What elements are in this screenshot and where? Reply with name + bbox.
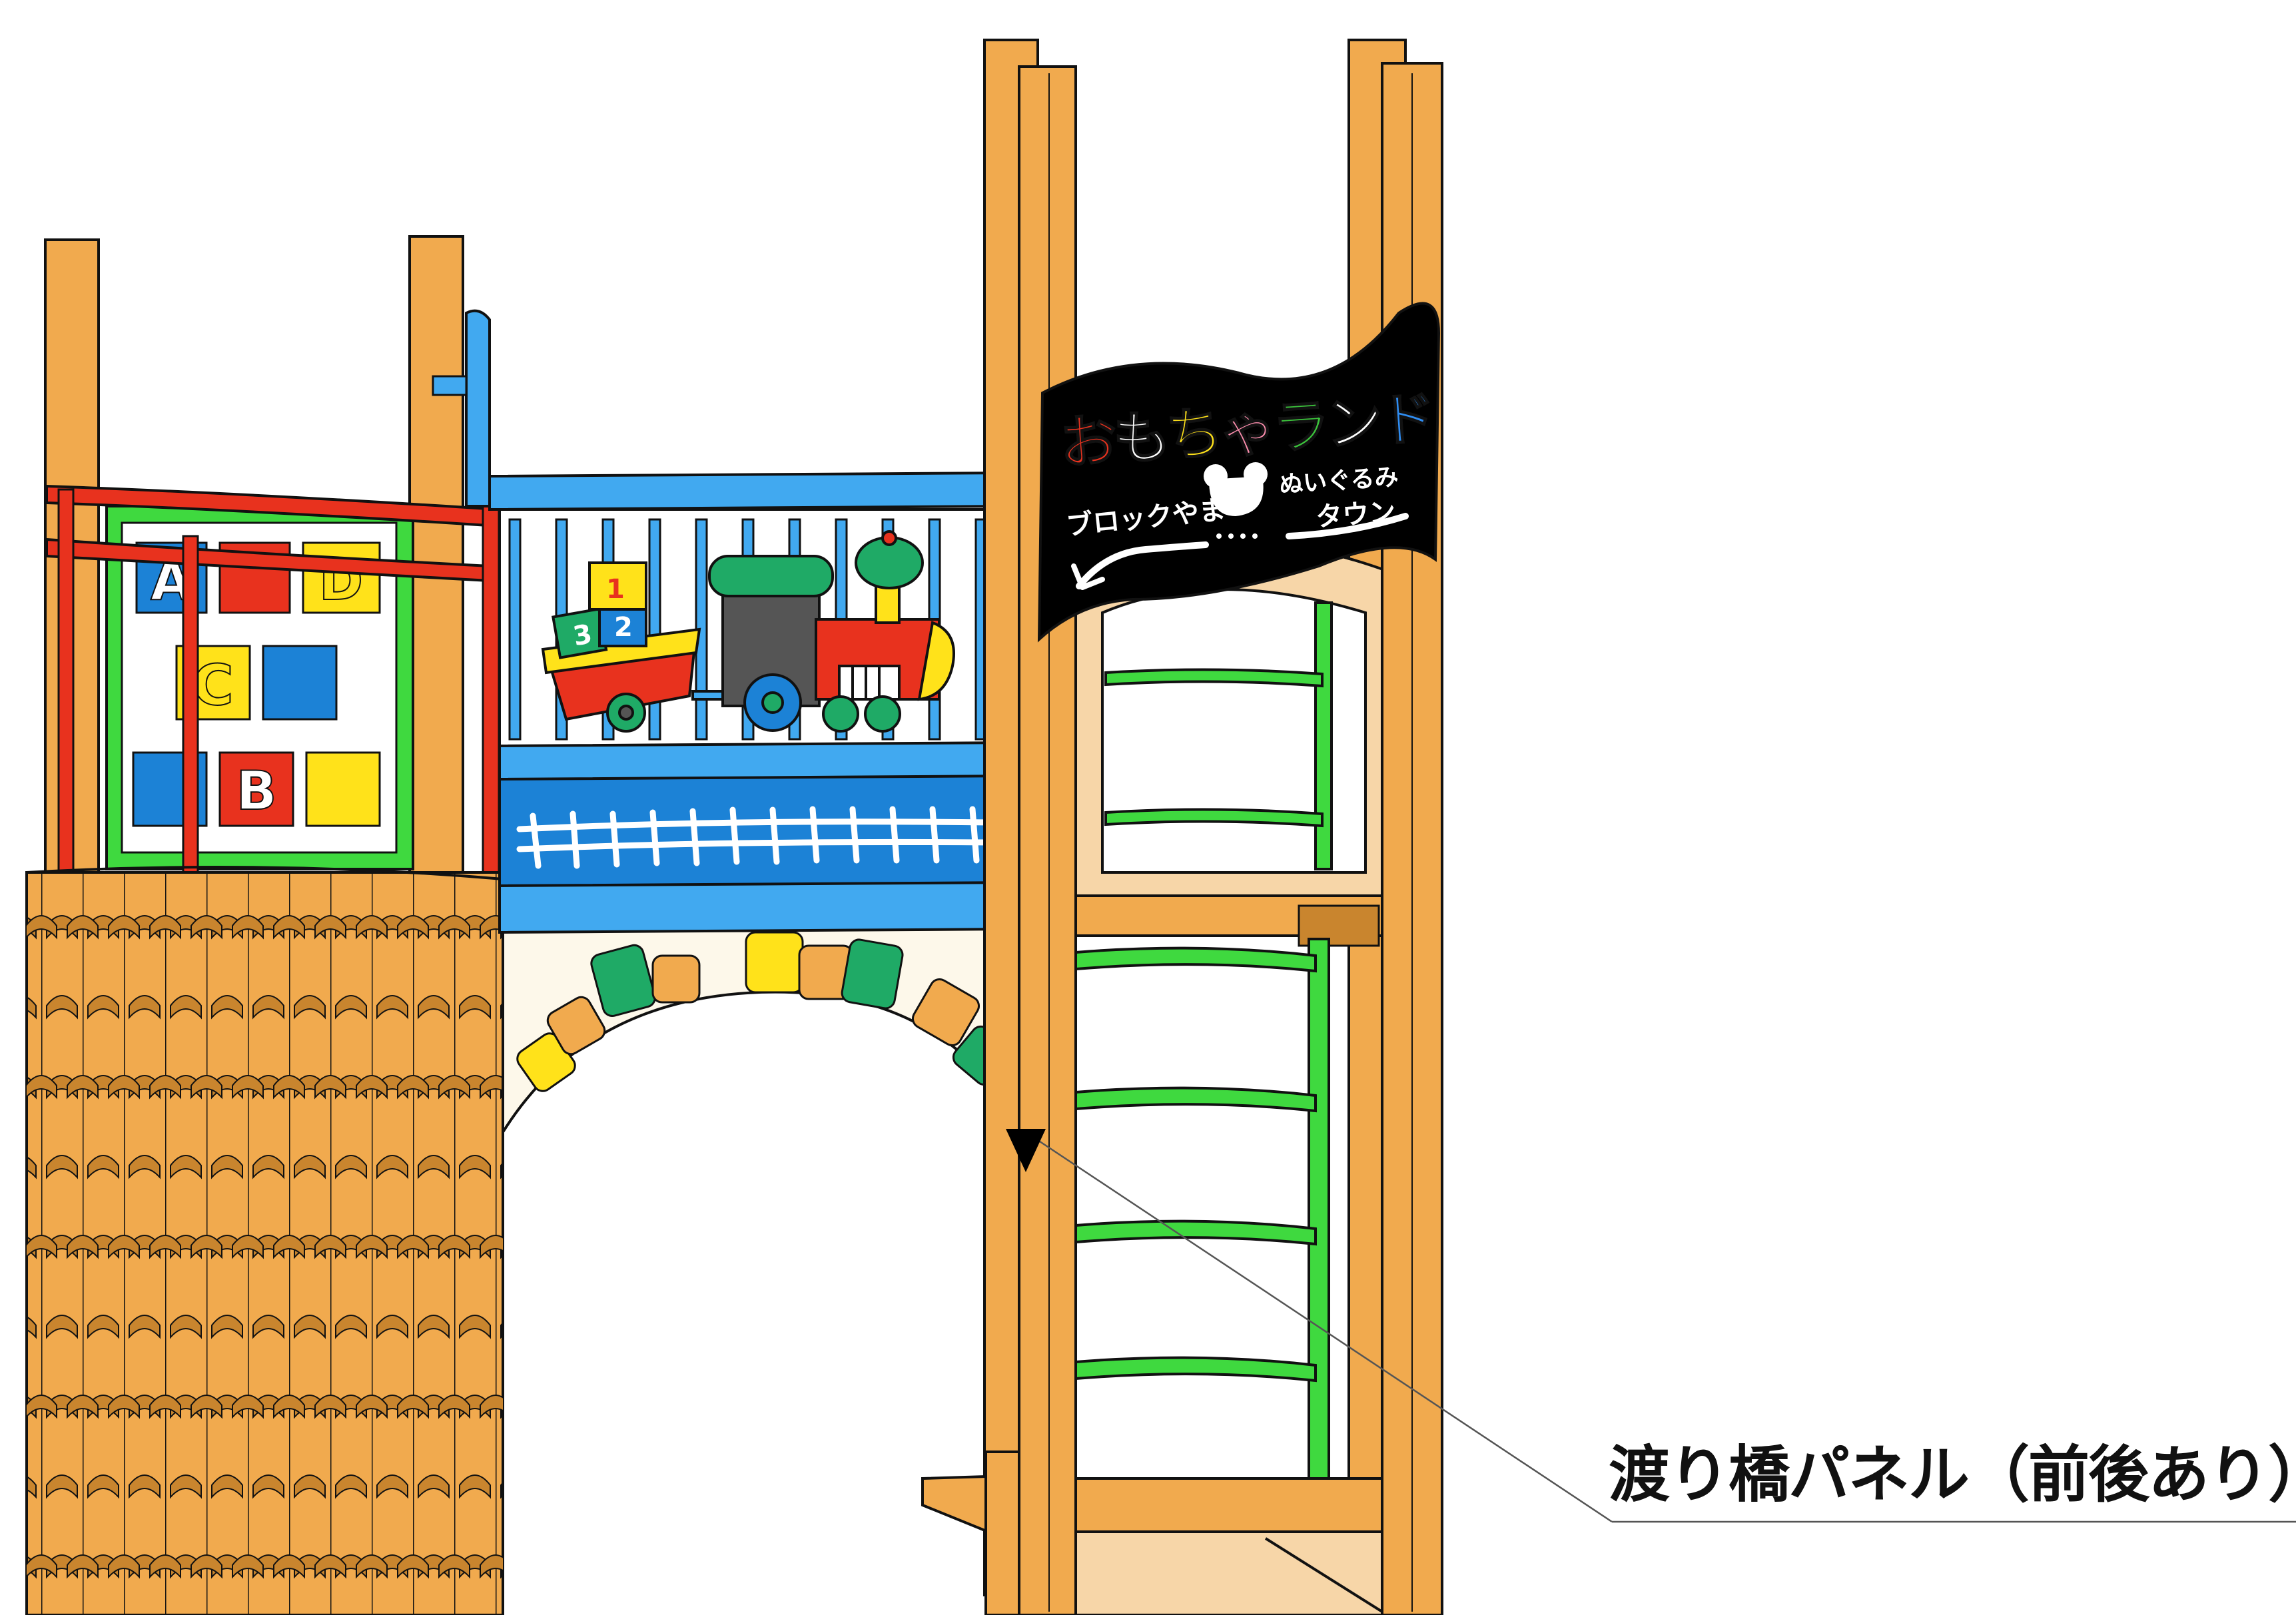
left-post-front <box>408 235 464 880</box>
bear-icon <box>1204 462 1268 516</box>
sign-title-char: ン <box>1323 388 1382 460</box>
sign-title-char: ド <box>1376 384 1435 456</box>
left-tower: A D C B <box>25 235 504 1615</box>
bridge: 3 2 1 <box>432 302 1024 1137</box>
block-blue <box>262 645 338 721</box>
sign-right-text-line2: タウン <box>1314 496 1397 533</box>
sign-dots <box>1216 533 1258 539</box>
main-ladder <box>1074 938 1330 1493</box>
block-b <box>218 751 294 827</box>
block-b-letter: B <box>236 760 277 822</box>
sign-title-char: ゃ <box>1216 396 1276 467</box>
callout-label: 渡り橋パネル（前後あり） <box>1609 1439 2296 1510</box>
callout-leader <box>1006 1129 2296 1523</box>
right-tower <box>921 39 1443 1615</box>
upper-ladder <box>1104 601 1333 870</box>
sign-title-char: ち <box>1163 399 1222 470</box>
callout-arrowhead <box>1006 1129 1046 1172</box>
cargo-number-2: 2 <box>614 612 633 643</box>
omocha-land-sign <box>1037 302 1441 643</box>
cargo-number-1: 1 <box>606 574 625 605</box>
block-yellow <box>305 751 381 827</box>
sign-title-char: ラ <box>1270 392 1329 463</box>
block-c-letter: C <box>192 653 234 718</box>
red-handrail <box>45 484 500 900</box>
sign-title-char: も <box>1110 403 1170 474</box>
sign-title-char: お <box>1057 406 1116 478</box>
block-d <box>302 541 381 614</box>
fence-decoration <box>516 806 996 869</box>
toy-train: 3 2 1 <box>541 530 955 733</box>
arch-stones <box>516 931 1013 1092</box>
right-post-left <box>1018 65 1077 1615</box>
